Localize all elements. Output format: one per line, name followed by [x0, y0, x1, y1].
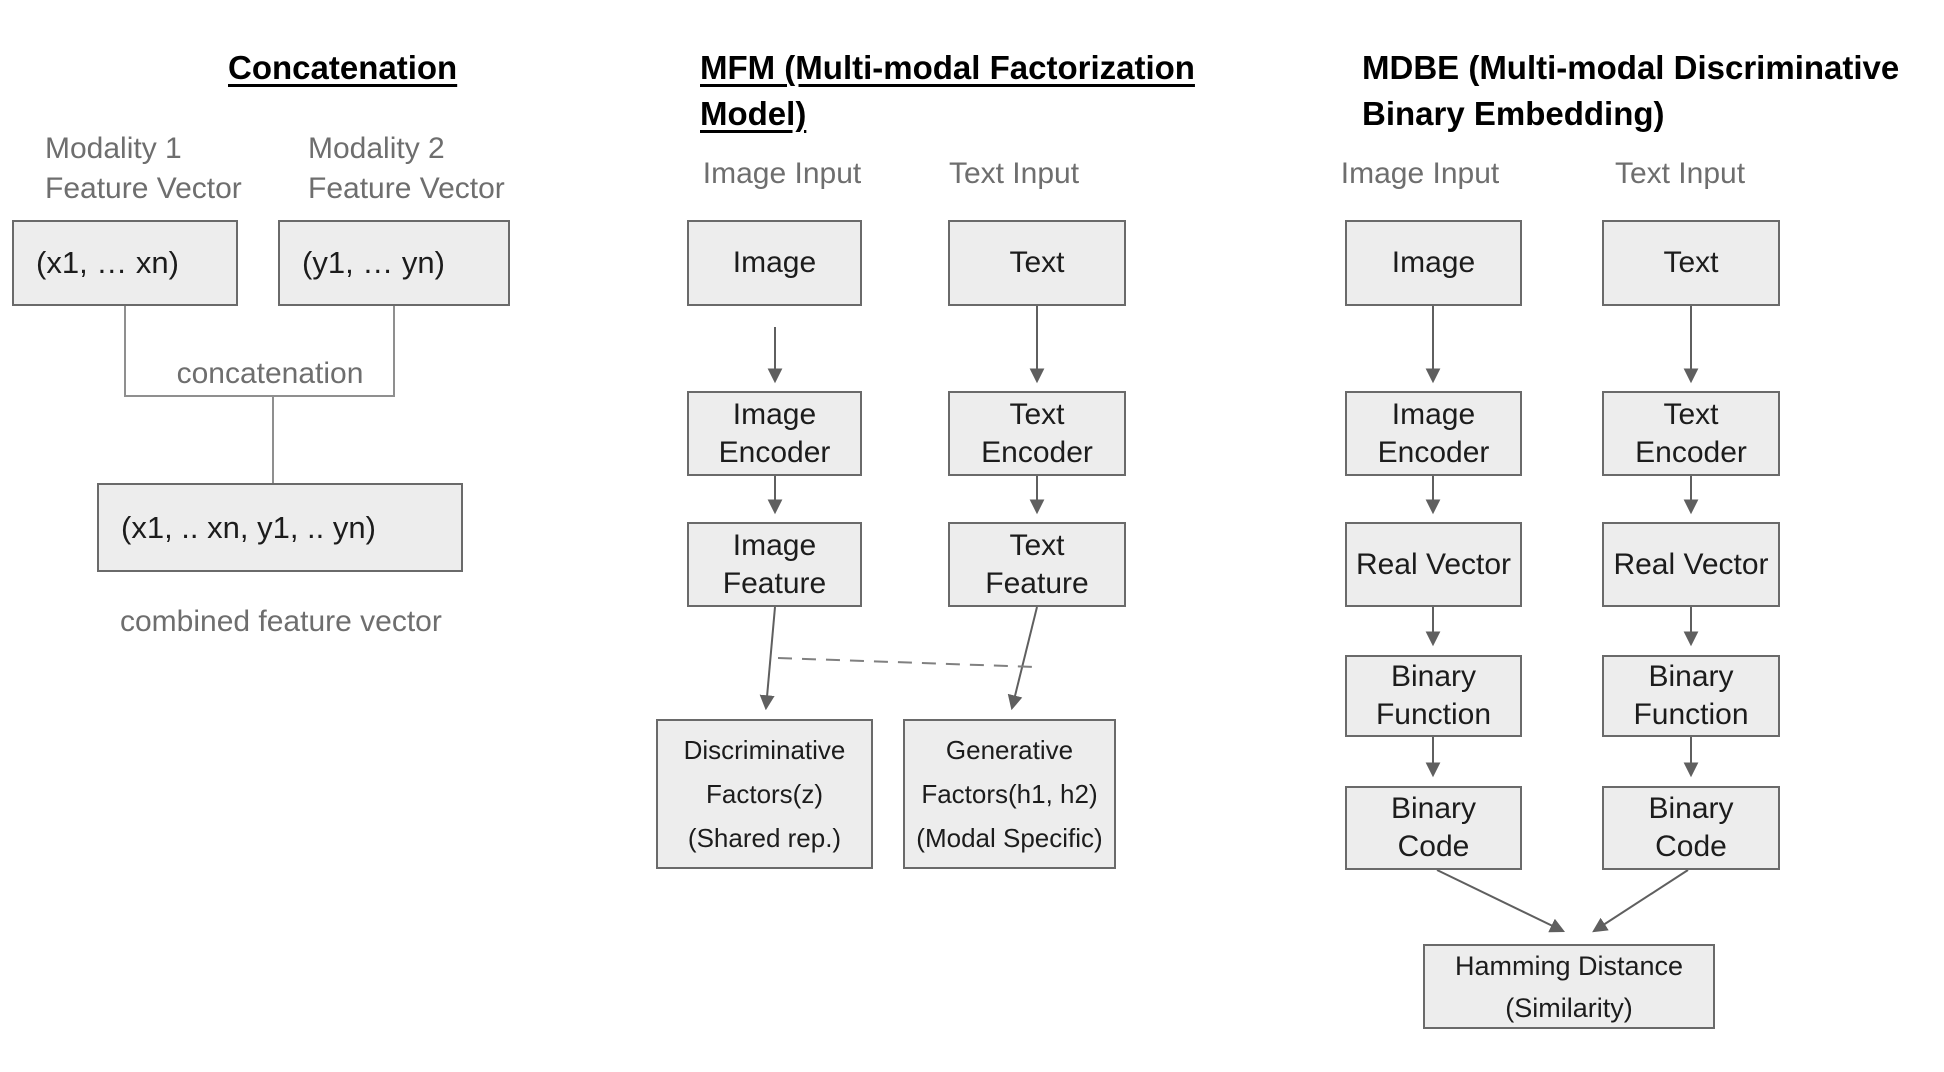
mfm-discriminative-line3: (Shared rep.) — [687, 823, 842, 853]
concatenation-operation-text: concatenation — [176, 357, 364, 390]
mdbe-text-box: Text — [1602, 220, 1780, 306]
mfm-title-line1: MFM (Multi-modal Factorization — [700, 49, 1195, 86]
mfm-text-input-caption: Text Input — [914, 154, 1114, 194]
mfm-generative-line2: Factors(h1, h2) — [921, 779, 1098, 809]
mfm-image-feature-line2: Feature — [722, 566, 827, 600]
mfm-image-box-text: Image — [732, 246, 817, 279]
combined-vector-caption: combined feature vector — [120, 602, 442, 642]
modality2-caption: Modality 2 Feature Vector — [308, 129, 505, 209]
mfm-discriminative-factors-box: Discriminative Factors(z) (Shared rep.) — [656, 719, 873, 869]
modality2-caption-line2: Feature Vector — [308, 172, 505, 205]
mfm-generative-line3: (Modal Specific) — [916, 823, 1103, 853]
modality1-vector-box: (x1, … xn) — [12, 220, 238, 306]
mdbe-hamming-line1: Hamming Distance — [1454, 950, 1684, 981]
mdbe-binary-function-left-line1: Binary — [1390, 660, 1477, 693]
mfm-image-feature-to-discriminative-arrow — [759, 606, 776, 711]
mdbe-binary-code-left-line1: Binary — [1390, 792, 1477, 825]
modality1-caption-line1: Modality 1 — [45, 132, 182, 165]
mfm-generative-factors-box: Generative Factors(h1, h2) (Modal Specif… — [903, 719, 1116, 869]
concatenation-title: Concatenation — [228, 45, 457, 91]
mdbe-image-encoder-line2: Encoder — [1377, 435, 1490, 469]
mdbe-code-to-hamming-arrow-right — [1592, 869, 1689, 933]
mdbe-binary-function-right-line1: Binary — [1648, 660, 1734, 693]
mdbe-text-box-text: Text — [1663, 246, 1719, 279]
mfm-text-box-text: Text — [1009, 246, 1065, 279]
mdbe-binary-function-box-right: Binary Function — [1602, 655, 1780, 737]
mdbe-binary-code-box-right: Binary Code — [1602, 786, 1780, 870]
mdbe-text-encoder-box: Text Encoder — [1602, 391, 1780, 476]
modality2-vector-box: (y1, … yn) — [278, 220, 510, 306]
mfm-image-input-text: Image Input — [702, 157, 862, 190]
mfm-text-feature-to-generative-arrow — [1007, 606, 1038, 711]
modality1-vector-text: (x1, … xn) — [36, 245, 179, 280]
mfm-text-encoder-line1: Text — [1009, 397, 1065, 431]
mdbe-image-box-text: Image — [1391, 246, 1476, 279]
mdbe-hamming-line2: (Similarity) — [1505, 992, 1633, 1023]
mdbe-binary-code-left-line2: Code — [1397, 830, 1470, 863]
mfm-text-feature-box: Text Feature — [948, 522, 1126, 607]
mfm-text-box: Text — [948, 220, 1126, 306]
mfm-text-feature-line1: Text — [1009, 528, 1065, 562]
mfm-image-feature-line1: Image — [732, 528, 817, 562]
concatenation-title-text: Concatenation — [228, 49, 458, 86]
mfm-text-input-text: Text Input — [948, 157, 1080, 190]
mfm-image-input-caption: Image Input — [682, 154, 882, 194]
mdbe-image-encoder-box: Image Encoder — [1345, 391, 1522, 476]
mdbe-image-input-text: Image Input — [1340, 157, 1500, 190]
combined-vector-caption-text: combined feature vector — [120, 605, 442, 638]
mdbe-real-vector-box-right: Real Vector — [1602, 522, 1780, 607]
mfm-title-line2: Model) — [700, 95, 807, 132]
mfm-text-feature-line2: Feature — [985, 566, 1089, 600]
mdbe-binary-code-right-line2: Code — [1655, 830, 1727, 863]
mdbe-image-input-caption: Image Input — [1320, 154, 1520, 194]
mdbe-binary-code-box-left: Binary Code — [1345, 786, 1522, 870]
mdbe-hamming-distance-box: Hamming Distance (Similarity) — [1423, 944, 1715, 1029]
mdbe-real-vector-box-left: Real Vector — [1345, 522, 1522, 607]
mdbe-binary-function-right-line2: Function — [1633, 698, 1749, 731]
combined-vector-box: (x1, .. xn, y1, .. yn) — [97, 483, 463, 572]
mdbe-binary-function-box-left: Binary Function — [1345, 655, 1522, 737]
mdbe-title-line1: MDBE (Multi-modal Discriminative — [1362, 49, 1900, 86]
modality2-vector-text: (y1, … yn) — [302, 245, 445, 280]
mfm-image-box: Image — [687, 220, 862, 306]
mfm-shared-factor-dashed-line — [777, 657, 1037, 668]
mfm-generative-line1: Generative — [945, 735, 1074, 765]
mdbe-real-vector-left-text: Real Vector — [1355, 547, 1512, 581]
mdbe-text-input-text: Text Input — [1614, 157, 1746, 190]
mdbe-binary-code-right-line1: Binary — [1648, 792, 1734, 825]
mfm-title: MFM (Multi-modal Factorization Model) — [700, 45, 1195, 137]
mdbe-text-encoder-line2: Encoder — [1635, 435, 1747, 469]
mdbe-text-encoder-line1: Text — [1663, 397, 1719, 431]
mdbe-image-encoder-line1: Image — [1391, 397, 1476, 431]
modality1-caption: Modality 1 Feature Vector — [45, 129, 242, 209]
mdbe-real-vector-right-text: Real Vector — [1613, 547, 1769, 581]
modality1-caption-line2: Feature Vector — [45, 172, 242, 205]
mdbe-image-box: Image — [1345, 220, 1522, 306]
mdbe-code-to-hamming-arrow-left — [1436, 869, 1566, 933]
mdbe-title: MDBE (Multi-modal Discriminative Binary … — [1362, 45, 1899, 137]
mfm-discriminative-line2: Factors(z) — [706, 779, 823, 809]
mfm-discriminative-line1: Discriminative — [683, 735, 846, 765]
mfm-text-encoder-line2: Encoder — [981, 435, 1093, 469]
mdbe-text-input-caption: Text Input — [1580, 154, 1780, 194]
mfm-text-encoder-box: Text Encoder — [948, 391, 1126, 476]
concat-bracket-line — [124, 306, 395, 397]
concatenation-operation-label: concatenation — [155, 354, 385, 394]
mfm-image-feature-box: Image Feature — [687, 522, 862, 607]
mfm-image-encoder-box: Image Encoder — [687, 391, 862, 476]
mdbe-binary-function-left-line2: Function — [1375, 698, 1492, 731]
mfm-image-encoder-line2: Encoder — [718, 435, 831, 469]
modality2-caption-line1: Modality 2 — [308, 132, 445, 165]
combined-vector-text: (x1, .. xn, y1, .. yn) — [121, 509, 376, 545]
mfm-image-encoder-line1: Image — [732, 397, 817, 431]
mdbe-title-line2: Binary Embedding) — [1362, 95, 1665, 132]
